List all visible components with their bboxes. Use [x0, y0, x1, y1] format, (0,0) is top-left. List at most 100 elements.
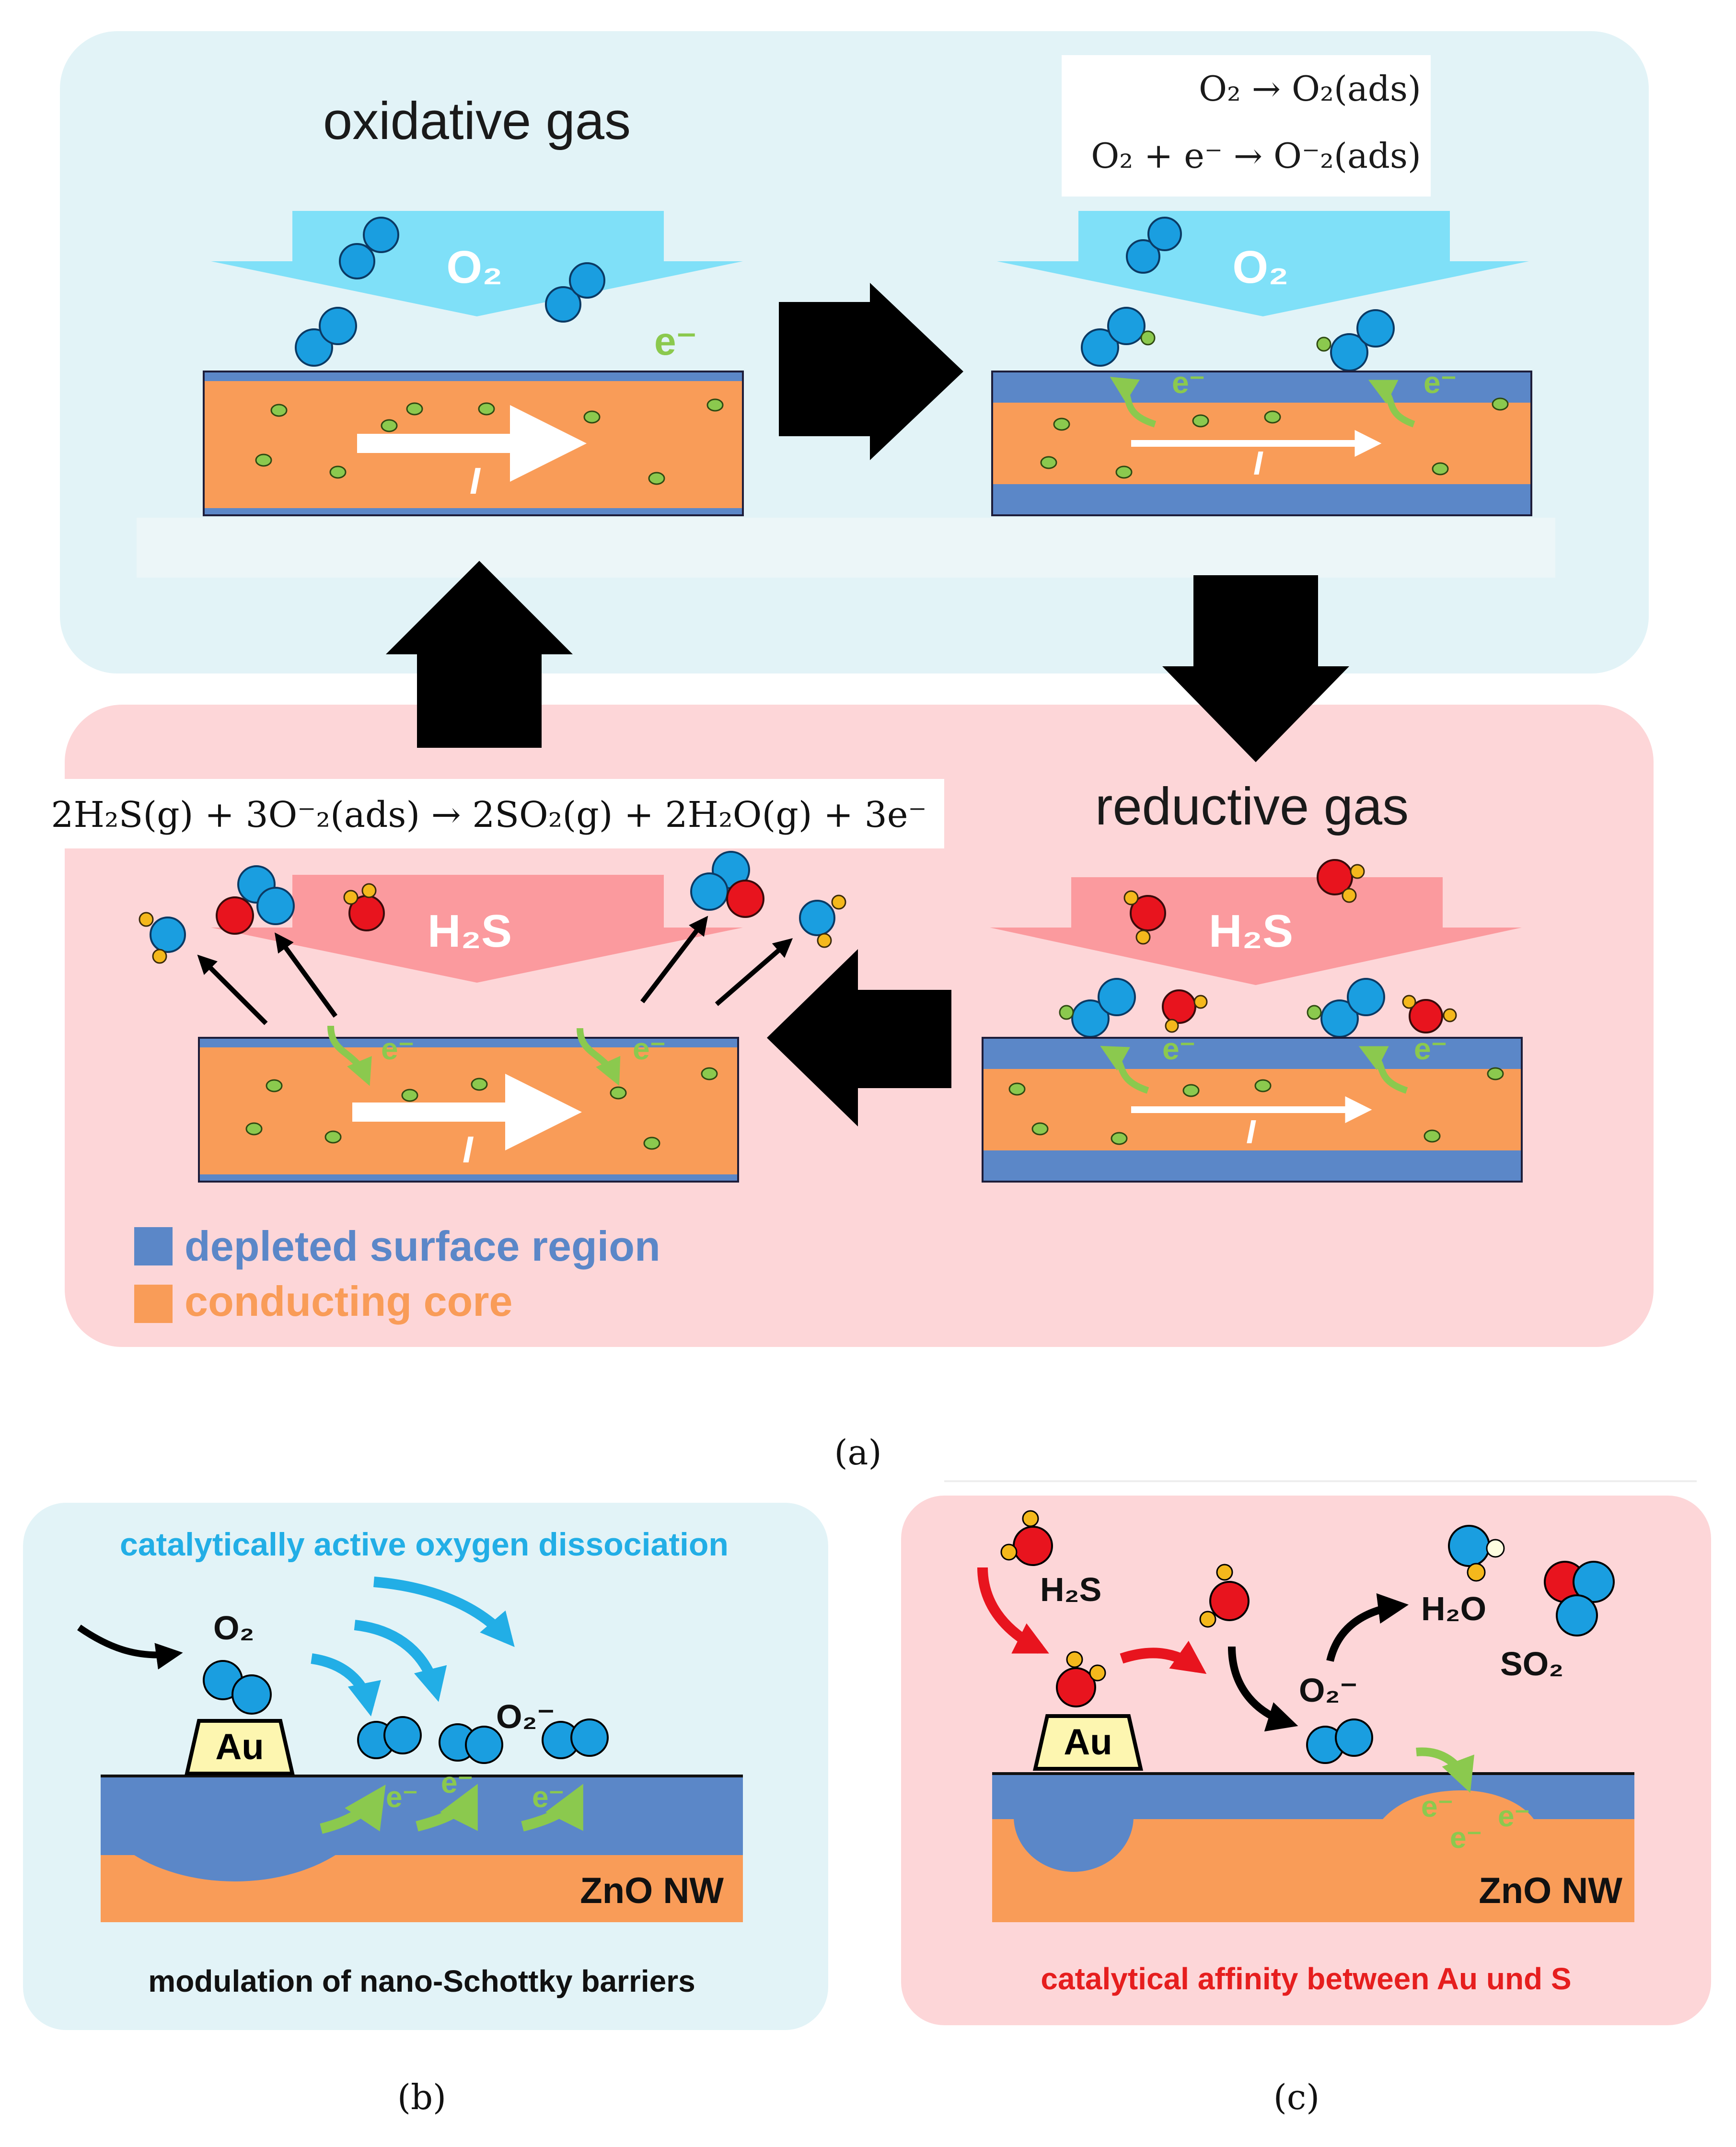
gold-particle-c: Au — [1032, 1714, 1144, 1771]
conduction-electrons — [245, 1067, 718, 1150]
reaction-arrow-c — [1228, 1646, 1298, 1732]
o2-molecule — [295, 307, 357, 367]
adsorbed-o2-ion — [439, 1723, 503, 1764]
o2-label-b: O₂ — [213, 1609, 255, 1647]
h2s-molecule — [1317, 859, 1365, 903]
cycle-arrow-right — [779, 283, 963, 460]
reductive-gas-title: reductive gas — [1095, 777, 1409, 836]
h2s-adsorbing-arrow — [977, 1567, 1049, 1654]
so2-label-c: SO₂ — [1500, 1645, 1563, 1683]
electron-transfer-arrow — [1358, 1046, 1408, 1094]
h2s-reaction-equation-box — [34, 779, 944, 848]
h2s-reaction-equation: 2H₂S(g) + 3O⁻₂(ads) → 2SO₂(g) + 2H₂O(g) … — [51, 794, 926, 836]
current-label: I — [1246, 1113, 1256, 1150]
electron-transfer-arrows-b — [320, 1784, 583, 1834]
current-label: I — [1253, 444, 1263, 482]
o2-flow-label: O₂ — [1232, 242, 1288, 293]
so2-molecule — [690, 851, 764, 918]
electron-label: e⁻ — [1172, 365, 1205, 400]
electron-label: e⁻ — [654, 320, 697, 363]
cycle-arrow-down — [1162, 575, 1349, 762]
o2-molecule — [545, 262, 605, 323]
gold-particle-b: Au — [184, 1719, 295, 1776]
o2-flow-label: O₂ — [446, 242, 502, 293]
electron-label: e⁻ — [1162, 1032, 1195, 1066]
current-label: I — [463, 1128, 474, 1171]
adsorbed-o2-ion — [357, 1716, 422, 1759]
electron-label: e⁻ — [633, 1032, 666, 1066]
electron-release-arrow — [327, 1025, 372, 1086]
panel-b-footer: modulation of nano-Schottky barriers — [148, 1964, 695, 1998]
h2s-molecule — [1199, 1564, 1250, 1628]
h2s-molecule — [1000, 1510, 1053, 1566]
electron-label: e⁻ — [1414, 1032, 1447, 1066]
zno-nanowire-c — [992, 1772, 1634, 1922]
water-molecule — [799, 894, 846, 948]
o2-ion-label-c: O₂⁻ — [1299, 1671, 1358, 1709]
caption-a: (a) — [834, 1432, 881, 1473]
o2-molecule — [1126, 217, 1182, 274]
current-label: I — [470, 460, 481, 502]
electron-label-c: e⁻ — [1498, 1800, 1530, 1833]
legend-label-depleted: depleted surface region — [185, 1222, 660, 1270]
electron-release-arrow — [577, 1028, 621, 1086]
electron-label: e⁻ — [381, 1032, 414, 1066]
adsorbed-o2-ion — [1316, 309, 1395, 371]
h2s-molecule — [1402, 995, 1457, 1033]
electron-label-b: e⁻ — [532, 1781, 564, 1814]
electron-label-b: e⁻ — [441, 1766, 473, 1799]
electron-label-c: e⁻ — [1450, 1822, 1482, 1855]
electron-return-arrow — [1416, 1747, 1474, 1793]
adsorption-arrow-b — [77, 1625, 183, 1670]
o2-flow-arrow — [211, 211, 743, 316]
h2s-label-c: H₂S — [1040, 1571, 1101, 1608]
electron-transfer-arrow — [1100, 1045, 1149, 1094]
electron-transfer-arrow — [1368, 380, 1415, 428]
h2o-label-c: H₂O — [1421, 1590, 1486, 1627]
h2s-molecule — [1123, 890, 1166, 945]
adsorbed-o2-ion — [1307, 978, 1385, 1038]
oxidative-gas-title: oxidative gas — [323, 92, 631, 151]
water-molecule — [1448, 1525, 1505, 1582]
o2-molecule — [203, 1660, 272, 1715]
product-arrow-c — [1326, 1593, 1409, 1662]
cycle-arrow-up — [386, 561, 573, 748]
h2s-flow-arrow — [990, 877, 1522, 985]
svg-text:Au: Au — [215, 1727, 264, 1767]
conduction-electrons — [255, 398, 724, 485]
o2-ion-label-b: O₂⁻ — [496, 1698, 555, 1735]
o2-flow-arrow — [997, 211, 1529, 316]
desorption-arrows — [197, 916, 793, 1025]
cycle-arrow-left — [767, 949, 951, 1126]
electron-label-c: e⁻ — [1421, 1790, 1453, 1823]
panel-c-footer: catalytical affinity between Au und S — [1041, 1961, 1571, 1996]
adsorbed-o2-ion — [542, 1718, 609, 1759]
dissociation-arrows-b — [311, 1577, 515, 1717]
conduction-electrons — [1008, 1067, 1504, 1145]
electron-transfer-arrow — [1110, 377, 1157, 428]
caption-b: (b) — [397, 2077, 446, 2117]
caption-c: (c) — [1273, 2077, 1320, 2117]
conduction-electrons — [1040, 397, 1509, 479]
zno-label-b: ZnO NW — [580, 1870, 724, 1911]
adsorption-equation: O₂ → O₂(ads) — [1199, 69, 1421, 109]
panel-b-title: catalytically active oxygen dissociation — [120, 1526, 729, 1563]
adsorption-equation-box — [1062, 55, 1431, 197]
svg-text:Au: Au — [1064, 1722, 1112, 1763]
legend-swatch-core — [134, 1285, 173, 1323]
adsorbed-o2-ion — [1306, 1718, 1373, 1764]
water-molecule — [139, 912, 186, 964]
electron-label-b: e⁻ — [386, 1781, 418, 1814]
legend-label-core: conducting core — [185, 1277, 513, 1325]
o2-molecule — [339, 217, 399, 279]
panel-b-background — [23, 1503, 828, 2030]
zno-nanowire-b — [101, 1775, 743, 1922]
zno-label-c: ZnO NW — [1479, 1870, 1622, 1911]
so2-molecule — [216, 865, 295, 935]
h2s-molecule — [1162, 989, 1208, 1033]
electron-label: e⁻ — [1424, 365, 1457, 400]
panel-a-inner-band — [137, 518, 1555, 578]
h2s-flow-label: H₂S — [1209, 905, 1293, 957]
so2-molecule — [1544, 1561, 1615, 1636]
